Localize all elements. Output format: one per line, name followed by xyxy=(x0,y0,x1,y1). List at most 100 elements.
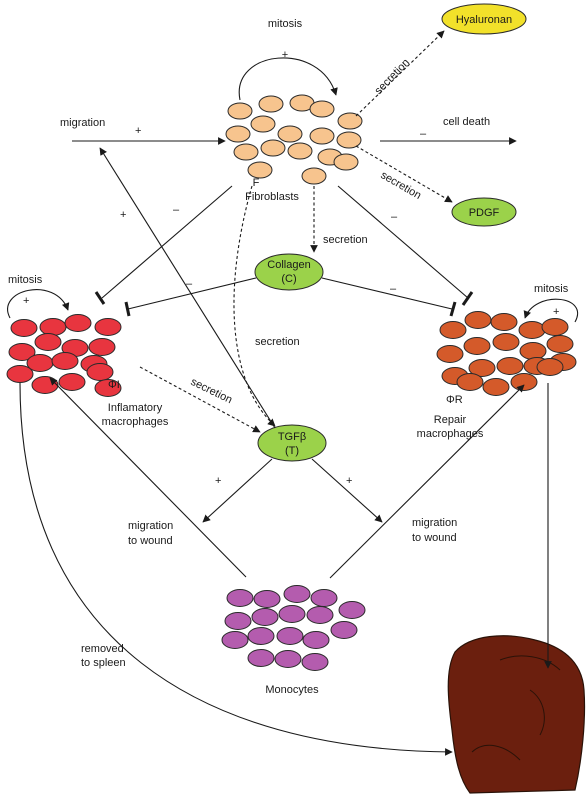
migration-right-label-1: migration xyxy=(412,517,457,529)
spleen-label-2: to spleen xyxy=(81,657,126,669)
fibroblast-mitosis-label: mitosis xyxy=(268,18,303,30)
collagen-inhibits-repair-sign: – xyxy=(390,283,397,295)
repair-macrophage-cell xyxy=(463,337,491,355)
repair-macrophage-cell xyxy=(436,345,464,363)
spleen-lobe-line-1 xyxy=(471,744,521,761)
repair-mitosis-sign: + xyxy=(553,306,559,318)
repair-label-1: Repair xyxy=(434,414,467,426)
inflammatory-macrophage-cell xyxy=(6,365,34,383)
repair-macrophage-cell xyxy=(482,378,510,396)
fibroblast-cell xyxy=(337,112,363,130)
fibroblast-cell xyxy=(260,139,286,157)
inflammatory-macrophage-cell xyxy=(34,333,62,351)
fibroblast-mitosis-sign: + xyxy=(282,49,288,61)
migration-left-label-2: to wound xyxy=(128,535,173,547)
monocyte-cell xyxy=(306,606,334,624)
tgfb-right-influence-arrow xyxy=(311,458,383,523)
fibroblast-inhibits-inflammatory-bar xyxy=(94,291,106,305)
repair-macrophage-cell xyxy=(496,357,524,375)
inflammatory-label-2: macrophages xyxy=(102,416,169,428)
hyaluronan-label: Hyaluronan xyxy=(456,14,512,26)
repair-macrophage-cluster xyxy=(436,311,577,396)
repair-label-2: macrophages xyxy=(417,428,484,440)
repair-macrophage-cell xyxy=(519,342,547,360)
inflammatory-mitosis-sign: + xyxy=(23,295,29,307)
cell-death-sign: – xyxy=(420,128,427,140)
inflammatory-label-1: Inflamatory xyxy=(108,402,163,414)
fibroblast-cell xyxy=(225,125,251,143)
fibroblast-label: Fibroblasts xyxy=(245,191,299,203)
collagen-inhibits-inflammatory-bar xyxy=(124,301,131,317)
pdgf-label: PDGF xyxy=(469,207,500,219)
inflammatory-macrophage-cell xyxy=(86,363,114,381)
migration-right-label-2: to wound xyxy=(412,532,457,544)
monocyte-cell xyxy=(224,612,252,630)
repair-macrophage-cell xyxy=(541,318,569,336)
collagen-node: Collagen (C) xyxy=(254,253,324,291)
spleen xyxy=(447,635,586,794)
fibroblast-cell xyxy=(227,102,253,120)
monocyte-cell xyxy=(251,608,279,626)
fibroblast-cell xyxy=(287,142,313,160)
repair-macrophage-cell xyxy=(518,321,546,339)
monocyte-cell xyxy=(301,653,329,671)
fibroblast-inhibits-repair-sign: – xyxy=(391,211,398,223)
fibroblast-cell xyxy=(250,115,276,133)
fibroblast-cell xyxy=(233,143,259,161)
inflammatory-macrophage-cell xyxy=(8,343,36,361)
repair-macrophage-cell xyxy=(468,359,496,377)
repair-macrophage-cell xyxy=(510,373,538,391)
inflammatory-macrophage-cell xyxy=(39,318,67,336)
monocyte-cell xyxy=(278,605,306,623)
tgfb-promotes-fibroblast-migration-arrow xyxy=(99,147,276,429)
repair-mitosis-arrow xyxy=(523,298,578,323)
secretion-pdgf-label: secretion xyxy=(379,169,424,202)
inflammatory-macrophage-cell xyxy=(51,352,79,370)
tgfb-symbol: (T) xyxy=(285,445,299,457)
inflammatory-mitosis-label: mitosis xyxy=(8,274,43,286)
tgfb-migration-sign: + xyxy=(120,209,126,221)
collagen-inhibits-repair-bar xyxy=(449,301,457,317)
collagen-inhibits-repair-line xyxy=(321,277,453,310)
inflammatory-removed-to-spleen-arrow xyxy=(19,382,453,756)
inflammatory-macrophage-cell xyxy=(88,338,116,356)
spleen-lobe-line-3 xyxy=(529,689,545,736)
spleen-shape xyxy=(447,635,586,794)
inflammatory-macrophage-cell xyxy=(31,376,59,394)
inflammatory-macrophage-cell xyxy=(64,314,92,332)
fibroblast-migration-label: migration xyxy=(60,117,105,129)
inflammatory-macrophage-cell xyxy=(26,354,54,372)
monocyte-cell xyxy=(310,589,338,607)
secretion-hyaluronan-label: secretion xyxy=(373,57,413,97)
monocyte-cell xyxy=(283,585,311,603)
fibroblast-mitosis-arrow xyxy=(238,57,338,101)
fibroblast-inhibits-inflammatory-line xyxy=(101,185,233,299)
pdgf-node: PDGF xyxy=(451,197,517,227)
inflammatory-macrophage-cell xyxy=(94,379,122,397)
fibroblast-cell xyxy=(333,153,359,171)
tgfb-label: TGFβ xyxy=(278,431,306,443)
monocyte-cell xyxy=(330,621,358,639)
monocyte-migration-to-inflammatory-arrow xyxy=(49,377,247,578)
monocyte-cell xyxy=(221,631,249,649)
secretion-collagen-label: secretion xyxy=(323,234,368,246)
inflammatory-mitosis-arrow xyxy=(7,289,70,319)
fibroblast-cell xyxy=(247,161,273,179)
fibroblast-cell xyxy=(309,127,335,145)
collagen-symbol: (C) xyxy=(281,273,296,285)
secretion-hyaluronan-arrow xyxy=(355,30,445,117)
secretion-pdgf-arrow xyxy=(355,145,453,203)
monocyte-cell xyxy=(247,649,275,667)
fibroblast-cell xyxy=(336,131,362,149)
fibroblast-cell xyxy=(277,125,303,143)
spleen-label-1: removed xyxy=(81,643,124,655)
tgfb-right-sign: + xyxy=(346,475,352,487)
inflammatory-macrophage-cell xyxy=(94,318,122,336)
monocyte-cell xyxy=(274,650,302,668)
fibroblast-cluster xyxy=(225,94,363,185)
collagen-label: Collagen xyxy=(267,259,310,271)
inflammatory-macrophage-cell xyxy=(58,373,86,391)
fibroblast-cell xyxy=(301,167,327,185)
